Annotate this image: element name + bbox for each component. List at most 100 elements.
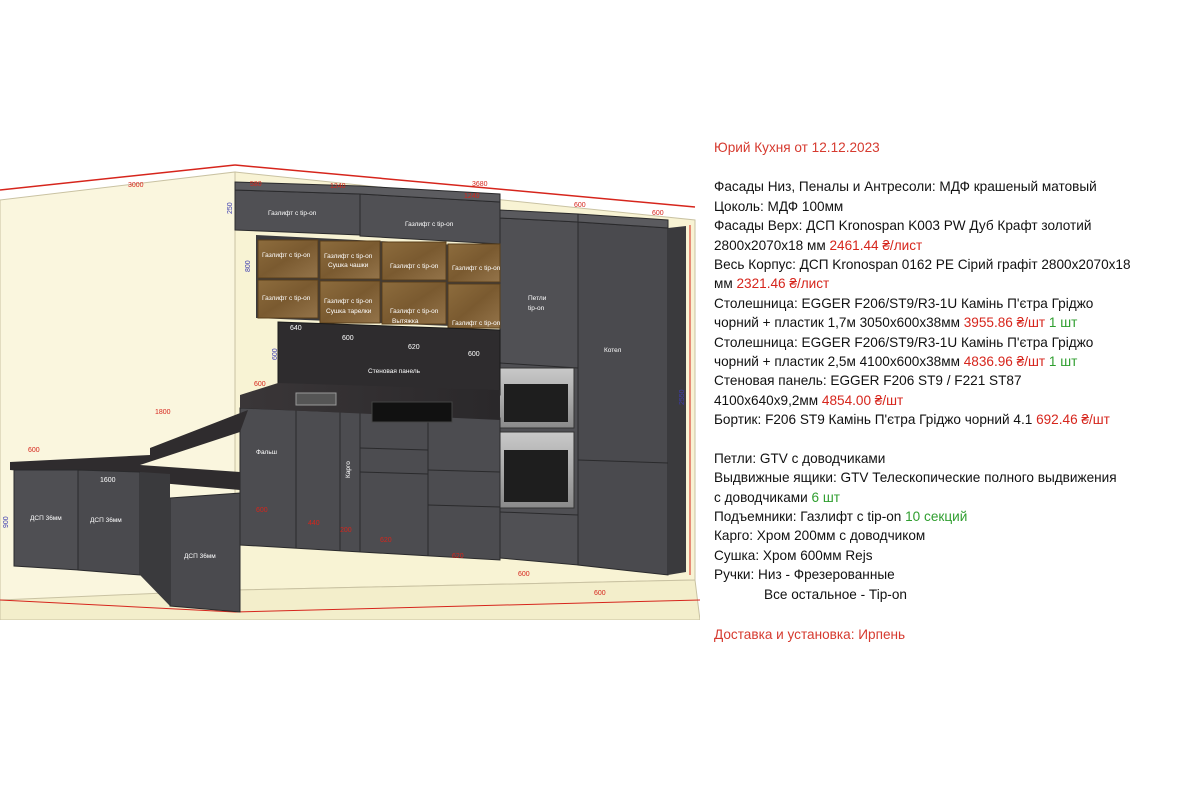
dim-b1: 600 <box>256 507 268 514</box>
mezzanine-cabinets <box>234 181 501 245</box>
label-kotel: Котел <box>604 347 622 354</box>
label-u2a: Газлифт с tip-on <box>324 253 373 260</box>
dim-h5: 900 <box>3 516 10 528</box>
label-dsp2: ДСП 36мм <box>90 517 122 524</box>
kitchen-render: Газлифт с tip-on Газлифт с tip-on Газлиф… <box>0 164 700 620</box>
label-cargo: Карго <box>345 461 352 478</box>
spec-text: Ручки: Низ - Фрезерованные <box>714 567 895 583</box>
spec-text: чорний + пластик 1,7м 3050x600x38мм <box>714 315 964 331</box>
spec-text: Фасады Верх: ДСП Kronospan K003 PW Дуб К… <box>714 218 1092 234</box>
dim-h3: 600 <box>272 348 279 360</box>
price-value: 3955.86 ₴/шт <box>963 315 1046 331</box>
dim-u2: 600 <box>342 335 354 342</box>
price-value: 2461.44 ₴/лист <box>829 237 923 253</box>
spec-text: 2800x2070x18 мм <box>714 237 830 253</box>
wall-panel <box>277 321 501 396</box>
spec-text: Подъемники: Газлифт с tip-on <box>714 508 906 524</box>
delivery-line: Доставка и установка: Ирпень <box>714 626 906 642</box>
spec-line: чорний + пластик 2,5м 4100x600x38мм 4836… <box>714 352 1194 371</box>
spec-panel: Юрий Кухня от 12.12.2023 Фасады Низ, Пен… <box>714 138 1194 644</box>
height-dimensions: 250 800 600 2550 900 <box>3 202 686 528</box>
spec-text: Цоколь: МДФ 100мм <box>714 198 844 214</box>
dim-w4: 3680 <box>472 181 488 188</box>
dim-w2: 580 <box>250 181 262 188</box>
label-panel: Стеновая панель <box>368 368 421 375</box>
spec-line: Фасады Верх: ДСП Kronospan K003 PW Дуб К… <box>714 216 1194 235</box>
spec-text: Выдвижные ящики: GTV Телескопические пол… <box>714 470 1117 486</box>
label-mezz-left: Газлифт с tip-on <box>268 210 317 217</box>
spec-text: Фасады Низ, Пеналы и Антресоли: МДФ краш… <box>714 179 1097 195</box>
label-u3: Газлифт с tip-on <box>390 263 439 270</box>
spec-line: Весь Корпус: ДСП Kronospan 0162 PE Сірий… <box>714 255 1194 274</box>
label-mezz-right: Газлифт с tip-on <box>405 221 454 228</box>
spec-line: с доводчиками 6 шт <box>714 488 1194 507</box>
label-u6b: Сушка тарелки <box>326 308 372 315</box>
dim-c1: 600 <box>254 381 266 388</box>
spec-text: Бортик: F206 ST9 Камінь П'єтра Гріджо чо… <box>714 412 1037 428</box>
spec-text: Столешница: EGGER F206/ST9/R3-1U Камінь … <box>714 334 1094 350</box>
built-in-ovens <box>497 367 575 509</box>
price-value: 4836.96 ₴/шт <box>963 354 1046 370</box>
label-dsp3: ДСП 36мм <box>184 553 216 560</box>
price-value: 692.46 ₴/шт <box>1036 412 1110 428</box>
spec-gap <box>714 430 1194 449</box>
spec-line: 2800x2070x18 мм 2461.44 ₴/лист <box>714 236 1194 255</box>
label-tall-b: tip-on <box>528 305 545 312</box>
label-u8: Газлифт с tip-on <box>452 320 501 327</box>
spec-line: Стеновая панель: EGGER F206 ST9 / F221 S… <box>714 371 1194 390</box>
dim-b5: 620 <box>452 553 464 560</box>
base-cabinets <box>239 407 501 561</box>
upper-cabinets <box>256 235 501 329</box>
peninsula <box>13 469 241 613</box>
spec-text: мм <box>714 276 737 292</box>
label-u4: Газлифт с tip-on <box>452 265 501 272</box>
upper-dims: 640 600 620 600 <box>290 325 480 358</box>
dim-w3: 1240 <box>330 183 346 190</box>
spec-line: Цоколь: МДФ 100мм <box>714 197 1194 216</box>
dim-u1: 640 <box>290 325 302 332</box>
dim-c4: 1600 <box>100 477 116 484</box>
spec-line: Все остальное - Tip-on <box>714 585 1194 604</box>
spec-text: Петли: GTV с доводчиками <box>714 450 886 466</box>
dim-w6: 600 <box>574 202 586 209</box>
dim-h2: 800 <box>245 260 252 272</box>
label-falsh: Фальш <box>256 449 277 456</box>
spec-line: Выдвижные ящики: GTV Телескопические пол… <box>714 468 1194 487</box>
spec-text: Сушка: Хром 600мм Rejs <box>714 547 873 563</box>
spec-line: Фасады Низ, Пеналы и Антресоли: МДФ краш… <box>714 177 1194 196</box>
spec-text: чорний + пластик 2,5м 4100x600x38мм <box>714 354 964 370</box>
spec-line: Сушка: Хром 600мм Rejs <box>714 546 1194 565</box>
spec-line: Столешница: EGGER F206/ST9/R3-1U Камінь … <box>714 294 1194 313</box>
dim-u3: 620 <box>408 344 420 351</box>
spec-text: Карго: Хром 200мм с доводчиком <box>714 528 926 544</box>
label-tall-a: Петли <box>528 295 547 302</box>
spec-line: мм 2321.46 ₴/лист <box>714 274 1194 293</box>
spec-text: Столешница: EGGER F206/ST9/R3-1U Камінь … <box>714 295 1094 311</box>
quantity-value: 10 секций <box>905 508 968 524</box>
spec-line: Ручки: Низ - Фрезерованные <box>714 565 1194 584</box>
quantity-value: 1 шт <box>1045 315 1078 331</box>
spec-title: Юрий Кухня от 12.12.2023 <box>714 140 880 155</box>
cabinet-labels: Газлифт с tip-on Газлифт с tip-on Газлиф… <box>30 210 622 560</box>
label-u2b: Сушка чашки <box>328 262 369 269</box>
dim-w5: 1240 <box>464 193 480 200</box>
dim-b3: 200 <box>340 527 352 534</box>
dim-c2: 1800 <box>155 409 171 416</box>
spec-line: чорний + пластик 1,7м 3050x600x38мм 3955… <box>714 313 1194 332</box>
dim-b2: 440 <box>308 520 320 527</box>
spec-line: Карго: Хром 200мм с доводчиком <box>714 526 1194 545</box>
spec-line: Подъемники: Газлифт с tip-on 10 секций <box>714 507 1194 526</box>
spec-text: 4100x640x9,2мм <box>714 392 822 408</box>
spec-text: Весь Корпус: ДСП Kronospan 0162 PE Сірий… <box>714 257 1131 273</box>
dim-h1: 250 <box>227 202 234 214</box>
spec-line: Бортик: F206 ST9 Камінь П'єтра Гріджо чо… <box>714 410 1194 429</box>
dim-u4: 600 <box>468 351 480 358</box>
dim-w7: 600 <box>652 210 664 217</box>
quantity-value: 6 шт <box>811 489 840 505</box>
price-value: 2321.46 ₴/лист <box>736 276 830 292</box>
label-u7a: Газлифт с tip-on <box>390 308 439 315</box>
spec-text: с доводчиками <box>714 489 812 505</box>
spec-line: 4100x640x9,2мм 4854.00 ₴/шт <box>714 391 1194 410</box>
spec-text: Стеновая панель: EGGER F206 ST9 / F221 S… <box>714 373 1022 389</box>
dimension-labels: 3000 580 1240 3680 1240 600 600 600 1800… <box>28 181 664 597</box>
